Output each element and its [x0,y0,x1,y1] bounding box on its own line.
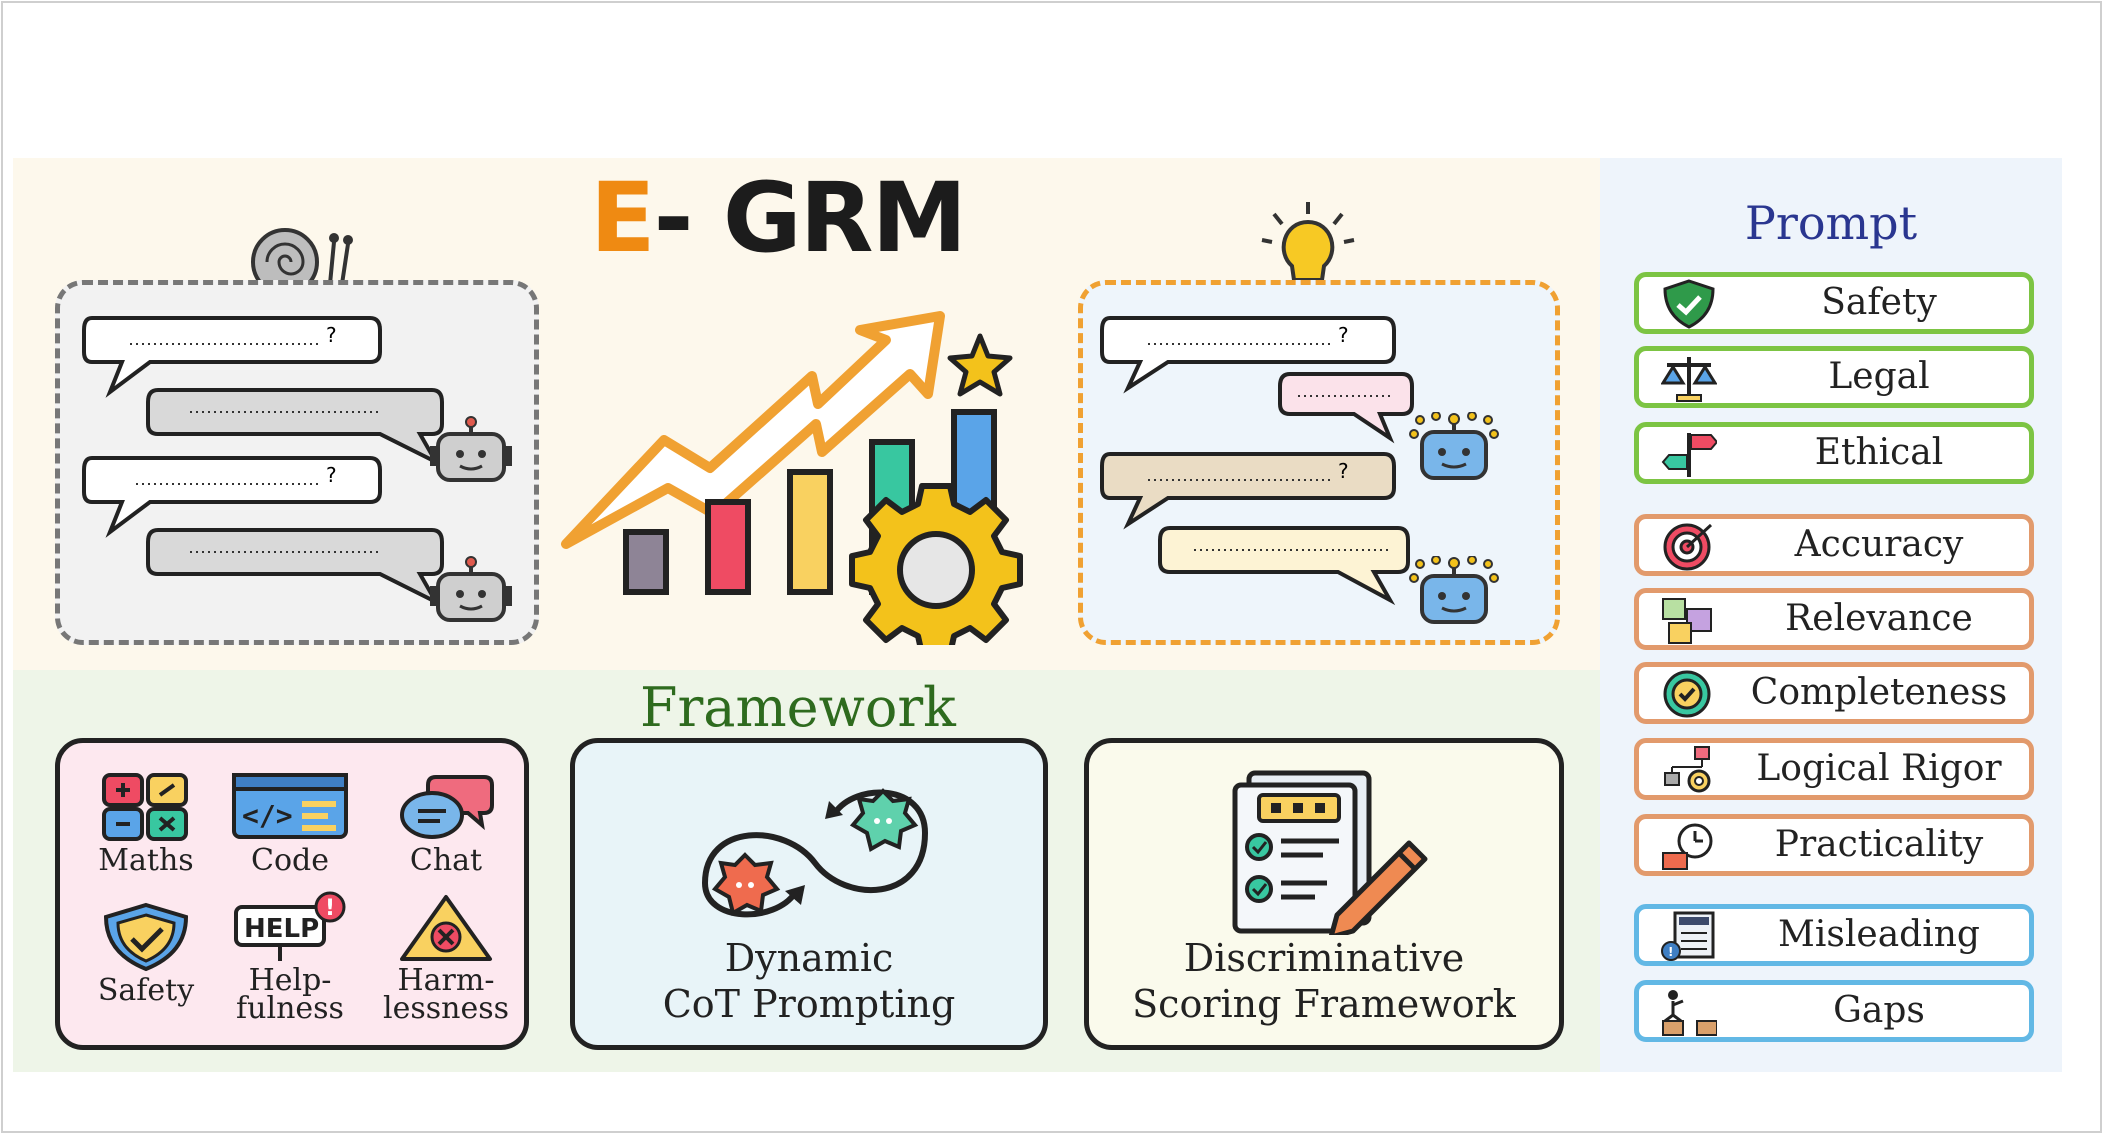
scoring-checklist-icon [1232,770,1428,935]
fake-news-icon: ! [1661,911,1715,961]
warning-x-icon [400,895,492,961]
target-icon [1663,523,1713,571]
task-label: Maths [98,843,194,878]
infinity-cycle-icon [702,788,928,918]
shield-icon [1663,279,1715,329]
gap-jump-icon [1662,990,1717,1036]
prompt-title: Prompt [1744,196,1918,250]
smart-robot-icon [1409,412,1499,480]
robot-icon [430,556,512,622]
smart-robot-icon [1409,556,1499,624]
scoring-framework-label: Discriminative Scoring Framework [1132,936,1516,1026]
task-label: Code [251,843,329,878]
answer-bubble [146,388,444,467]
answer-bubble [146,528,444,607]
svg-text:?: ? [1338,323,1349,347]
svg-text:!: ! [1668,945,1673,959]
prompt-item-ethical: Ethical [1634,422,2034,484]
task-maths: Maths [76,771,216,878]
help-sign-icon: HELP ! [234,891,346,961]
task-chat: Chat [376,771,516,878]
prompt-item-label: Relevance [1785,598,1973,639]
shield-check-icon [103,902,189,972]
code-window-icon: </> [232,773,348,839]
task-categories-box: Maths </> Code Chat Safety HELP ! [55,738,529,1050]
prompt-item-label: Legal [1828,356,1930,397]
flowchart-gear-icon [1664,746,1711,793]
calculator-icon [102,773,188,841]
signpost-icon [1661,433,1717,477]
prompt-item-logical-rigor: Logical Rigor [1634,738,2034,800]
growth-chart-gear-icon [561,311,1023,645]
prompt-item-label: Gaps [1833,990,1925,1031]
cot-prompting-label: Dynamic CoT Prompting [662,936,956,1026]
clock-tools-icon [1662,823,1713,870]
question-bubble [82,456,382,538]
title-rest: - GRM [653,162,968,274]
prompt-item-relevance: Relevance [1634,588,2034,650]
prompt-item-misleading: ! Misleading [1634,904,2034,966]
prompt-item-label: Misleading [1778,914,1980,955]
prompt-item-label: Ethical [1814,432,1944,473]
framework-title: Framework [640,676,956,739]
svg-text:HELP: HELP [244,914,319,944]
svg-text:?: ? [326,323,337,347]
prompt-item-gaps: Gaps [1634,980,2034,1042]
prompt-item-label: Practicality [1774,824,1984,865]
task-harmlessness: Harm- lessness [376,891,516,1026]
prompt-item-legal: Legal [1634,346,2034,408]
robot-icon [430,416,512,482]
prompt-item-completeness: Completeness [1634,662,2034,724]
prompt-item-safety: Safety [1634,272,2034,334]
prompt-item-label: Safety [1821,282,1937,323]
puzzle-icon [1662,598,1712,644]
right-chat-bubbles: ? ? [1100,316,1414,606]
prompt-item-label: Completeness [1750,672,2008,713]
task-label: Harm- lessness [382,963,509,1026]
left-chat-bubbles: ? ? [82,316,444,607]
prompt-item-label: Logical Rigor [1756,748,2002,789]
svg-text:?: ? [1338,459,1349,483]
egrm-title: E- GRM [590,168,967,268]
chat-bubbles-icon [400,775,494,839]
scales-icon [1661,357,1717,402]
task-label: Help- fulness [236,963,344,1026]
svg-text:</>: </> [242,799,293,832]
prompt-item-accuracy: Accuracy [1634,514,2034,576]
prompt-item-label: Accuracy [1794,524,1964,565]
task-code: </> Code [220,771,360,878]
cot-prompting-box: Dynamic CoT Prompting [570,738,1048,1050]
task-label: Safety [97,973,195,1008]
question-bubble [82,316,382,398]
title-prefix: E [590,162,656,274]
task-safety: Safety [76,901,216,1008]
prompt-item-practicality: Practicality [1634,814,2034,876]
task-helpfulness: HELP ! Help- fulness [220,891,360,1026]
scoring-framework-box: Discriminative Scoring Framework [1084,738,1564,1050]
task-label: Chat [409,843,483,878]
check-badge-icon [1663,670,1711,718]
svg-text:?: ? [326,463,337,487]
svg-text:!: ! [325,896,335,921]
